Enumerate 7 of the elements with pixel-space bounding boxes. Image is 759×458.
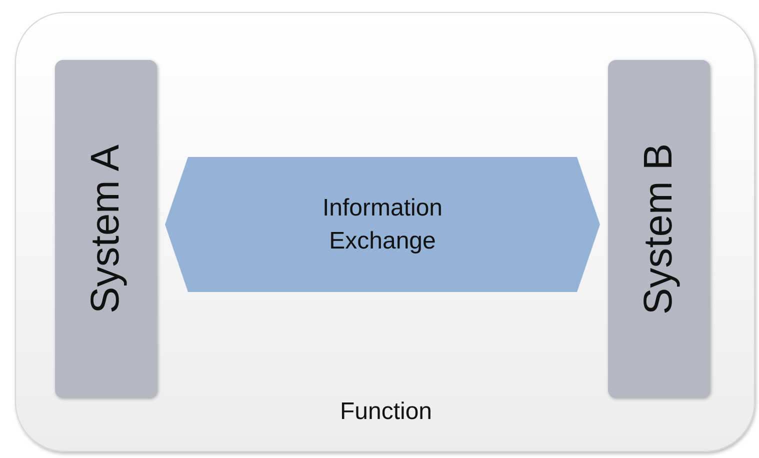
function-frame	[15, 12, 755, 452]
system-panel	[608, 60, 710, 398]
system-panel	[55, 60, 157, 398]
node-label: Function	[338, 398, 434, 426]
node-label: Information Exchange	[321, 192, 444, 256]
node-label: System B	[636, 143, 682, 315]
node-label: System A	[84, 144, 128, 314]
